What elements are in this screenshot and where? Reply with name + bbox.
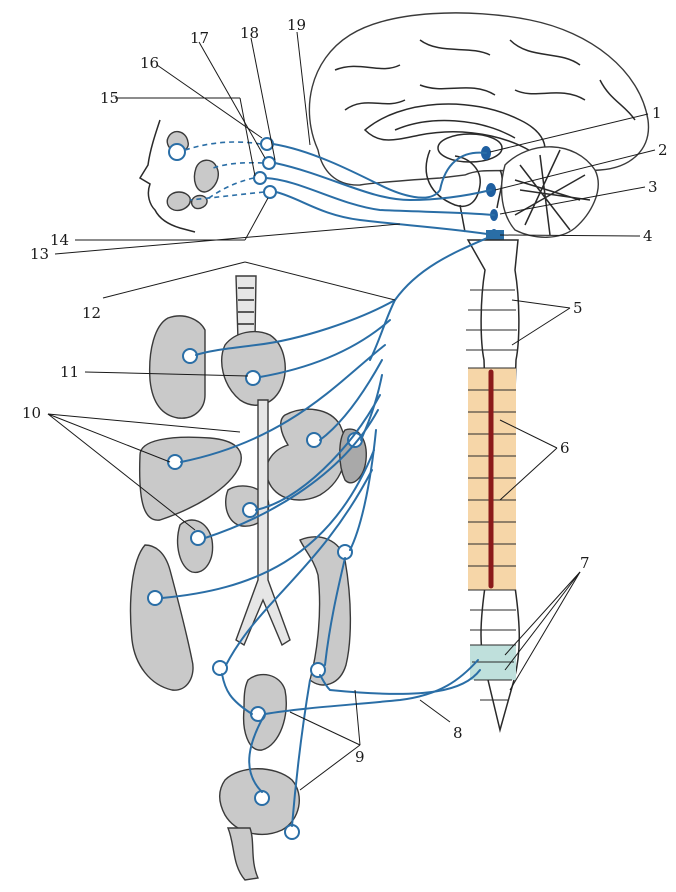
label-14: 14: [50, 231, 69, 249]
kidney: [178, 520, 213, 572]
label-5: 5: [573, 299, 583, 317]
label-11: 11: [60, 363, 79, 381]
label-1: 1: [652, 104, 662, 122]
label-10: 10: [22, 404, 41, 422]
genital: [228, 828, 258, 880]
label-3: 3: [648, 178, 658, 196]
label-13: 13: [30, 245, 49, 263]
label-9: 9: [355, 748, 365, 766]
label-15: 15: [100, 89, 119, 107]
cerebellum: [502, 147, 599, 237]
label-2: 2: [658, 141, 668, 159]
label-17: 17: [190, 29, 209, 47]
label-4: 4: [643, 227, 653, 245]
label-8: 8: [453, 724, 463, 742]
label-6: 6: [560, 439, 570, 457]
label-18: 18: [240, 24, 259, 42]
colon-ascending: [131, 545, 194, 690]
stomach: [266, 409, 345, 500]
lung: [150, 316, 205, 418]
organs: [131, 276, 367, 880]
spinal-cord: [466, 230, 519, 730]
head: [140, 120, 218, 232]
label-7: 7: [580, 554, 590, 572]
label-12: 12: [82, 304, 101, 322]
label-16: 16: [140, 54, 159, 72]
label-19: 19: [287, 16, 306, 34]
